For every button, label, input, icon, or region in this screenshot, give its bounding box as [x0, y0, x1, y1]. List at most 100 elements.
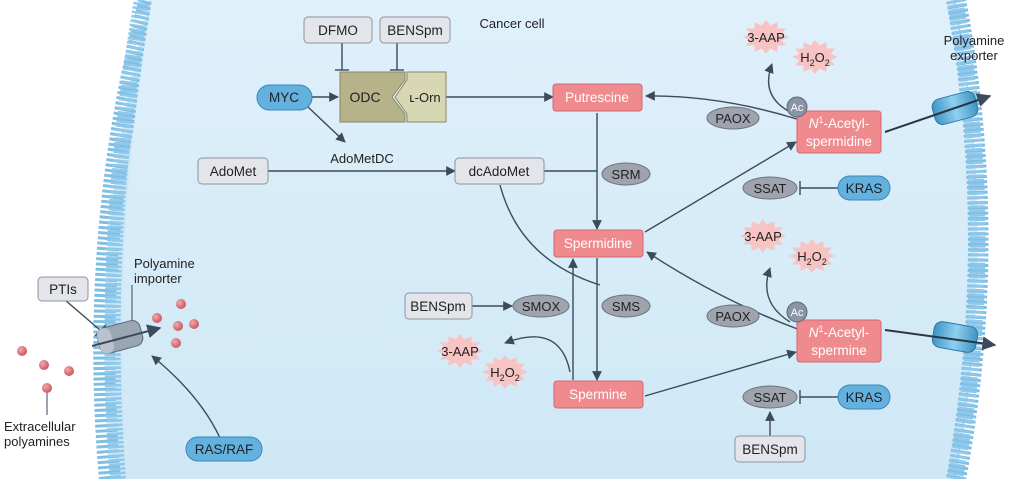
h2o2-subscript: 2: [822, 257, 827, 267]
myc-label: MYC: [269, 90, 299, 105]
spermine-label: Spermine: [569, 387, 627, 402]
paox-bottom-oval: PAOX: [706, 304, 760, 328]
kras-top-pill: KRAS: [837, 175, 891, 201]
kras-bottom-label: KRAS: [846, 390, 883, 405]
ssat-top-label: SSAT: [754, 181, 787, 196]
ros-burst-shape: [482, 355, 528, 389]
h2o2-subscript: 2: [515, 373, 520, 383]
benspm-mid-box: BENSpm: [404, 292, 473, 320]
paox-bottom-label: PAOX: [715, 309, 750, 324]
acetylspermine-line1: N1-Acetyl-: [809, 324, 870, 340]
spermine-acetylation-arrow: [644, 349, 797, 397]
three-aap-label: 3-AAP: [441, 344, 479, 359]
benspm-top-box: BENSpm: [379, 16, 451, 44]
h2o2-letter: O: [812, 249, 822, 264]
membrane-bilayer-left: [104, 0, 150, 479]
cell-title: Cancer cell: [479, 16, 544, 31]
ptis-box: PTIs: [37, 276, 89, 302]
smox-label: SMOX: [522, 299, 561, 314]
importer-label-2: importer: [134, 271, 182, 286]
lorn-label: ʟ-Orn: [409, 90, 440, 105]
rasraf-label: RAS/RAF: [195, 442, 254, 457]
ssat-bottom-label: SSAT: [754, 390, 787, 405]
adomet-box: AdoMet: [197, 157, 269, 185]
sms-label: SMS: [612, 299, 641, 314]
ac-badge-top: Ac: [786, 96, 808, 118]
spermine-oxidation-arrow: [504, 335, 571, 373]
ros-3aap-top: 3-AAP: [743, 20, 789, 54]
extracellular-label-2: polyamines: [4, 434, 70, 449]
ros-burst-shape: [743, 20, 789, 54]
lorn-substrate: ʟ-Orn: [394, 71, 447, 123]
rasraf-to-importer-arrow: [151, 355, 221, 439]
ros-burst-shape: [437, 334, 483, 368]
spermidine-label: Spermidine: [564, 236, 632, 251]
ssat-top-oval: SSAT: [742, 176, 798, 200]
dcadomet-label: dcAdoMet: [469, 164, 530, 179]
putrescine-box: Putrescine: [552, 83, 643, 112]
h2o2-subscript: 2: [500, 373, 505, 383]
spermidine-box: Spermidine: [553, 229, 644, 258]
superscript: 1: [818, 115, 823, 125]
ros-burst-shape: [789, 239, 835, 273]
exporter-label-2: exporter: [950, 48, 998, 63]
sms-oval: SMS: [601, 294, 651, 318]
membrane-bilayer-right: [947, 0, 986, 479]
polyamine-exporter-top: [884, 91, 992, 133]
spermidine-acetylation-arrow: [644, 141, 797, 233]
h2o2-label: H2O2: [490, 365, 520, 383]
putrescine-label: Putrescine: [565, 90, 629, 105]
rasraf-pill: RAS/RAF: [185, 436, 263, 462]
paox-bottom-ros-arrow: [762, 267, 791, 323]
superscript: 1: [818, 324, 823, 334]
ac-badge-top-label: Ac: [791, 102, 804, 114]
acetyl-suffix: -Acetyl-: [824, 116, 870, 131]
ros-h2o2-top: H2O2: [792, 40, 838, 74]
h2o2-label: H2O2: [800, 50, 830, 68]
benspm-bottom-box: BENSpm: [734, 435, 806, 463]
acetylspermidine-to-putrescine-arrow: [645, 90, 801, 121]
h2o2-subscript: 2: [825, 58, 830, 68]
paox-top-ros-arrow: [764, 63, 791, 113]
adomet-label: AdoMet: [210, 164, 257, 179]
acetylspermidine-line2: spermidine: [806, 134, 872, 149]
acetylspermine-line2: spermine: [811, 343, 867, 358]
h2o2-subscript: 2: [810, 58, 815, 68]
ssat-bottom-oval: SSAT: [742, 385, 798, 409]
spermine-box: Spermine: [553, 380, 644, 409]
polyamine-exporter-bottom: [884, 321, 997, 353]
paox-top-label: PAOX: [715, 111, 750, 126]
cytoplasm: [122, 0, 969, 479]
ros-3aap-bottom: 3-AAP: [740, 219, 786, 253]
ros-burst-shape: [740, 219, 786, 253]
exporter-label-1: Polyamine: [944, 33, 1005, 48]
ros-h2o2-mid: H2O2: [482, 355, 528, 389]
myc-to-adometdc-arrow: [307, 106, 346, 143]
benspm-mid-label: BENSpm: [410, 299, 466, 314]
dcadomet-box: dcAdoMet: [454, 157, 545, 185]
ptis-label: PTIs: [49, 282, 77, 297]
three-aap-label: 3-AAP: [744, 229, 782, 244]
odc-enzyme: ODC: [339, 71, 406, 123]
benspm-top-label: BENSpm: [387, 23, 443, 38]
h2o2-letter: H: [490, 365, 499, 380]
h2o2-letter: H: [800, 50, 809, 65]
h2o2-subscript: 2: [807, 257, 812, 267]
dcadomet-to-sms-curve: [499, 184, 601, 286]
dfmo-label: DFMO: [318, 23, 358, 38]
ac-badge-bottom-label: Ac: [791, 307, 804, 319]
kras-top-label: KRAS: [846, 181, 883, 196]
h2o2-letter: O: [505, 365, 515, 380]
smox-oval: SMOX: [512, 294, 570, 318]
n-prefix: N: [809, 116, 819, 131]
benspm-bottom-label: BENSpm: [742, 442, 798, 457]
polyamine-molecules: [17, 299, 199, 393]
h2o2-letter: O: [815, 50, 825, 65]
three-aap-label: 3-AAP: [747, 30, 785, 45]
acetylspermine-box: N1-Acetyl- spermine: [796, 319, 882, 363]
srm-label: SRM: [612, 167, 641, 182]
paox-top-oval: PAOX: [706, 106, 760, 130]
ptis-inhibits-importer: [64, 299, 101, 331]
